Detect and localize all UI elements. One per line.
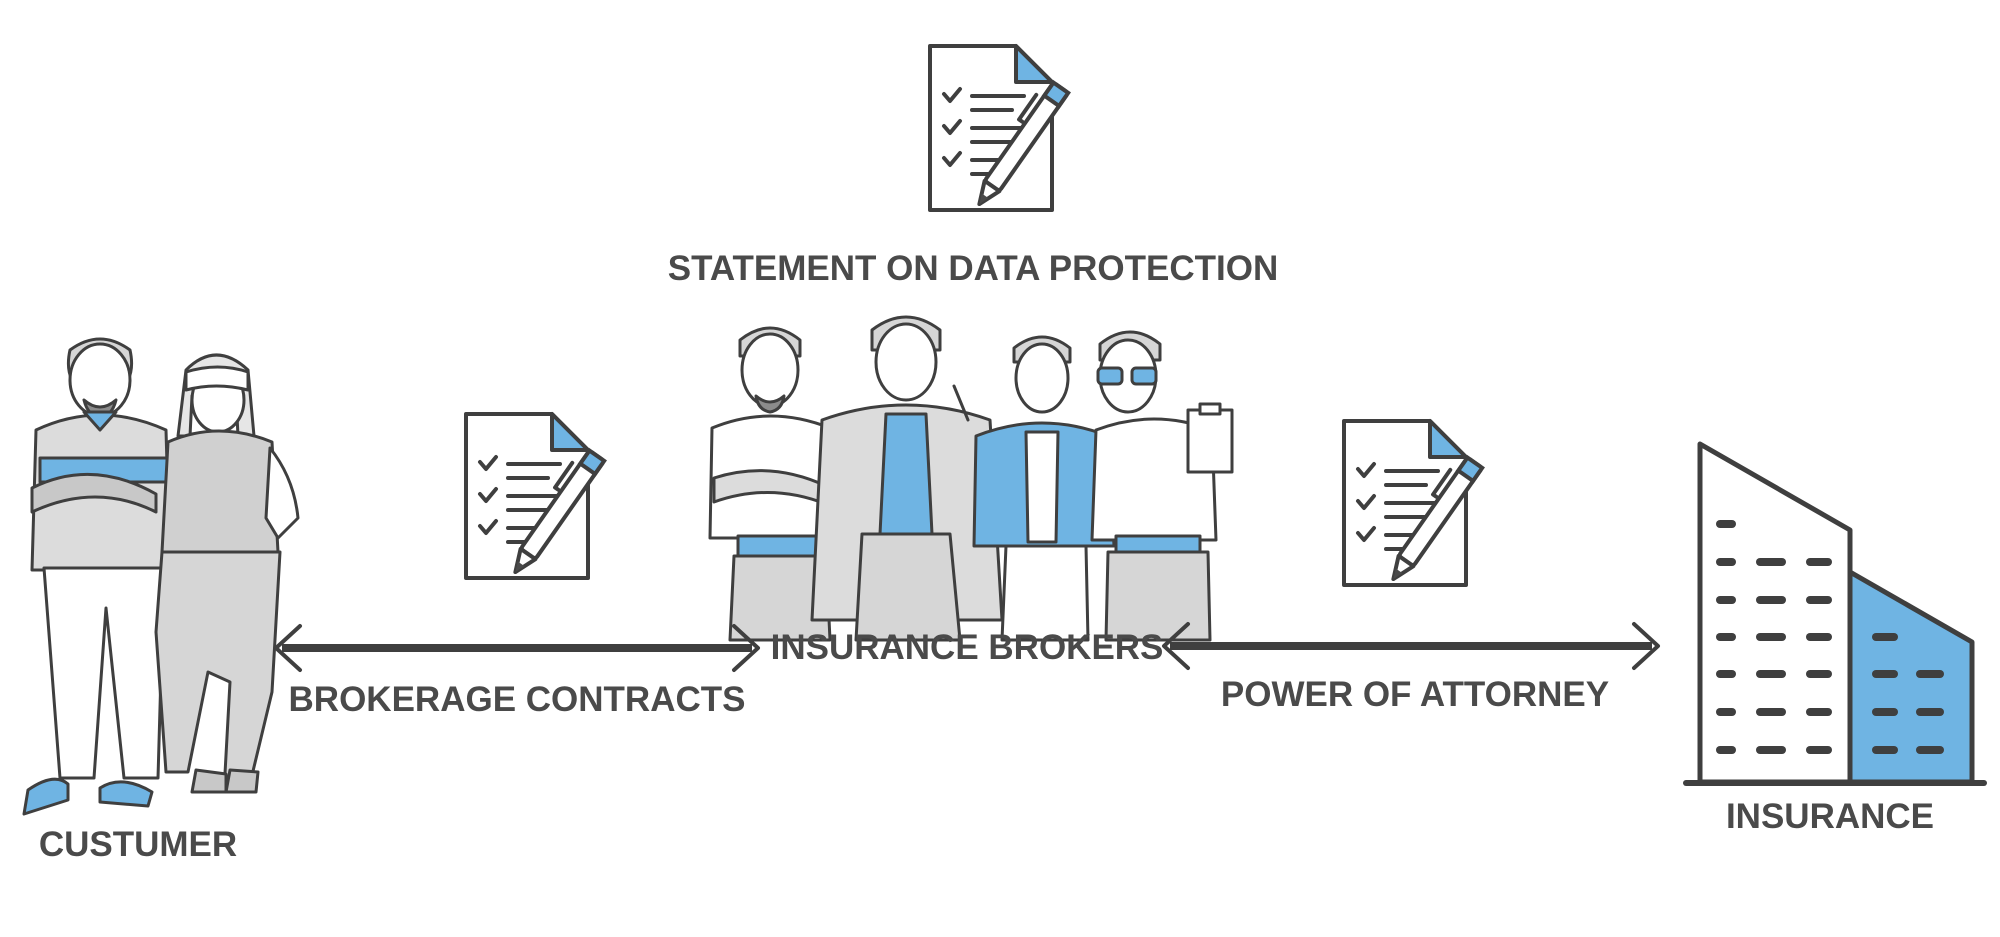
customer-label: CUSTUMER: [39, 825, 237, 864]
document-pen-icon: [1342, 419, 1485, 587]
power-label: POWER OF ATTORNEY: [1221, 675, 1609, 714]
statement-label: STATEMENT ON DATA PROTECTION: [668, 249, 1279, 288]
brokers-group-illustration: [708, 315, 1234, 642]
double-arrow-icon: [274, 624, 760, 672]
document-pen-icon: [928, 44, 1071, 212]
insurance-building-icon: [1683, 441, 1987, 786]
couple-illustration: [22, 337, 300, 816]
brokerage-label: BROKERAGE CONTRACTS: [289, 680, 746, 719]
double-arrow-icon: [1162, 622, 1660, 670]
document-pen-icon: [464, 412, 607, 580]
brokers-label: INSURANCE BROKERS: [771, 628, 1164, 667]
insurance-label: INSURANCE: [1726, 797, 1934, 836]
